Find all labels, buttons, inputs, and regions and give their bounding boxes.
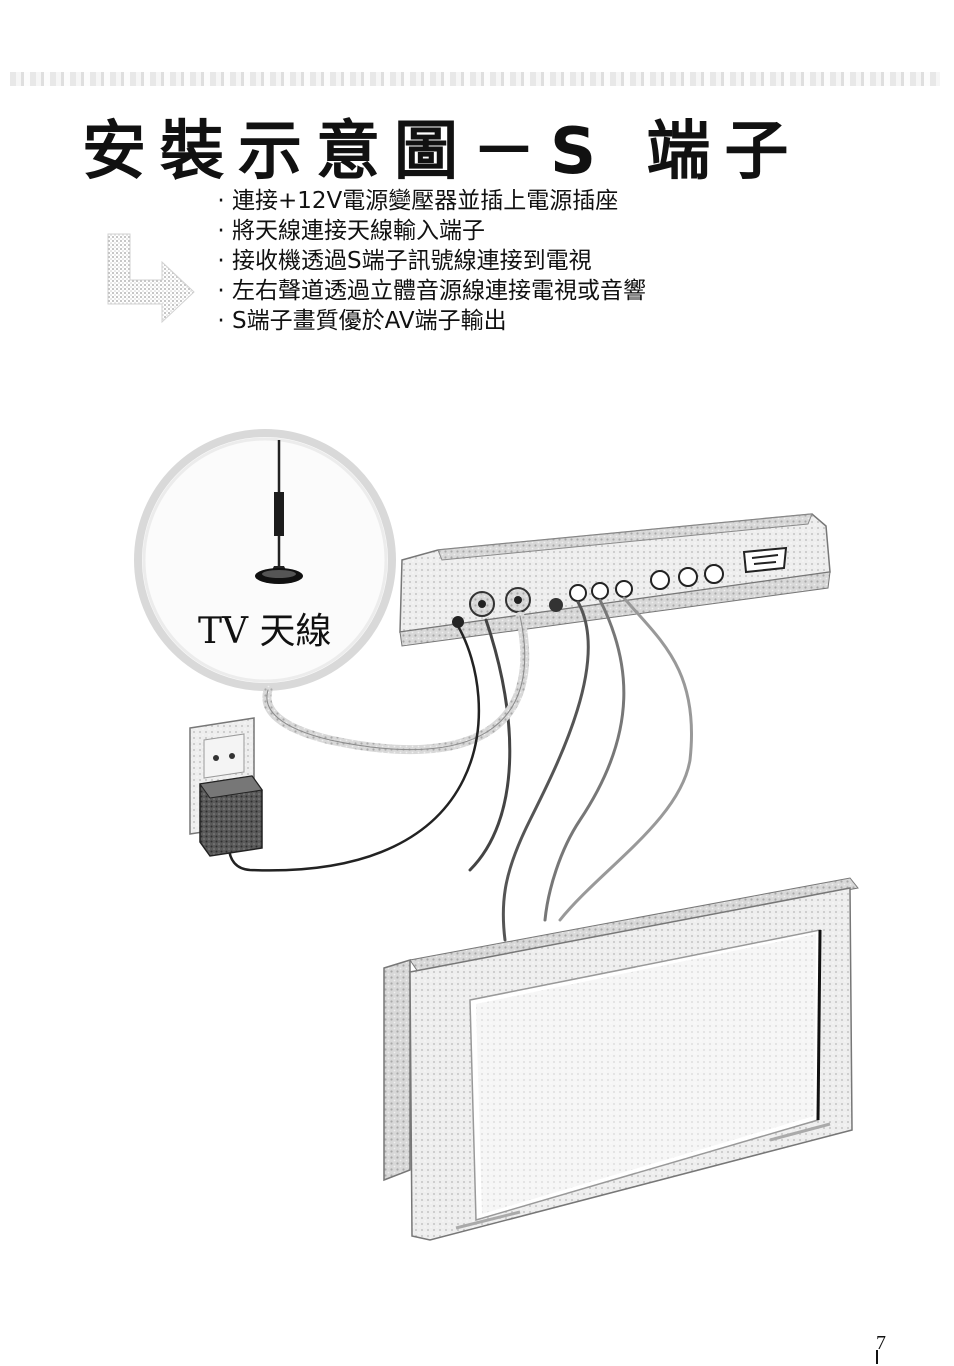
instruction-list: ·連接+12V電源變壓器並插上電源插座 ·將天線連接天線輸入端子 ·接收機透過S… xyxy=(210,186,646,336)
instruction-text: 連接+12V電源變壓器並插上電源插座 xyxy=(232,188,619,214)
right-turn-arrow-icon xyxy=(107,233,195,324)
television xyxy=(383,877,859,1241)
page-number: 7 xyxy=(876,1332,886,1354)
connection-diagram xyxy=(134,429,859,1241)
instruction-item: ·連接+12V電源變壓器並插上電源插座 xyxy=(217,188,619,214)
instruction-text: S端子畫質優於AV端子輸出 xyxy=(232,308,507,334)
instruction-item: ·將天線連接天線輸入端子 xyxy=(217,218,485,244)
instruction-text: 將天線連接天線輸入端子 xyxy=(232,218,485,244)
instruction-item: ·接收機透過S端子訊號線連接到電視 xyxy=(217,248,592,274)
header-scan-strip xyxy=(10,72,940,86)
antenna-callout xyxy=(134,429,396,691)
instruction-item: ·左右聲道透過立體音源線連接電視或音響 xyxy=(217,278,646,304)
tv-antenna-icon xyxy=(255,440,303,584)
page-tick-mark xyxy=(876,1350,878,1364)
page-title: 安裝示意圖－S 端子 xyxy=(82,115,803,189)
instruction-text: 左右聲道透過立體音源線連接電視或音響 xyxy=(232,278,646,304)
power-adapter xyxy=(199,775,263,857)
receiver-unit xyxy=(399,513,831,647)
antenna-label: TV 天線 xyxy=(198,611,332,652)
instruction-item: ·S端子畫質優於AV端子輸出 xyxy=(217,308,507,334)
instruction-text: 接收機透過S端子訊號線連接到電視 xyxy=(232,248,592,274)
